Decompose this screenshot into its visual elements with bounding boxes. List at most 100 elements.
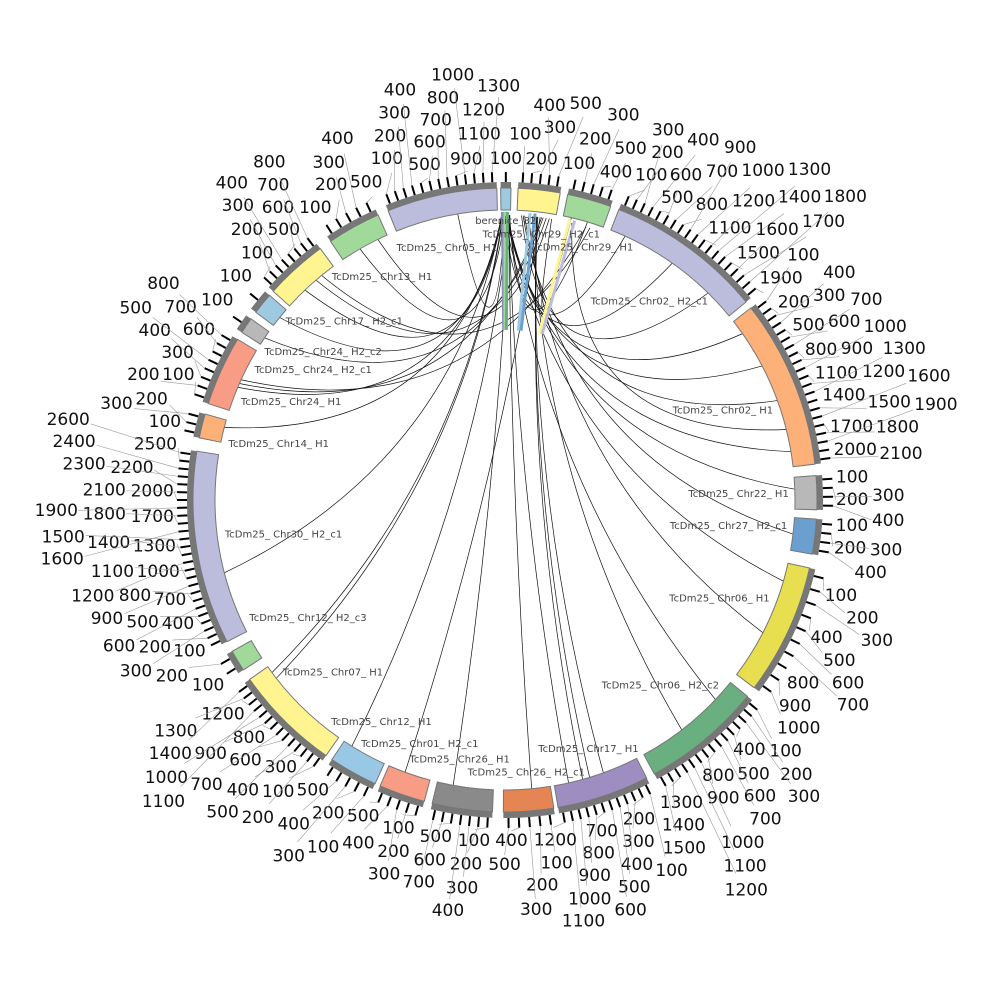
- tick-label: 200: [315, 175, 347, 195]
- tick-mark: [192, 597, 203, 603]
- tick-label: 100: [192, 676, 224, 696]
- tick-label: 600: [262, 198, 294, 218]
- links-group: [224, 211, 795, 789]
- tick-mark: [293, 743, 302, 752]
- tick-mark: [269, 270, 278, 280]
- tick-label: 1500: [868, 393, 911, 413]
- segment-name-label: TcDm25_ Chr14_ H1: [228, 439, 329, 450]
- tick-mark: [780, 336, 791, 343]
- tick-leader-line: [279, 176, 308, 239]
- tick-label: 500: [408, 155, 440, 175]
- tick-mark: [814, 423, 825, 428]
- tick-leader-line: [283, 199, 302, 244]
- link-30: [279, 214, 503, 352]
- link-1: [504, 214, 673, 326]
- link-32: [315, 217, 547, 334]
- tick-label: 600: [614, 901, 646, 921]
- tick-mark: [637, 788, 644, 799]
- tick-mark: [300, 242, 308, 252]
- tick-leader-line: [124, 585, 189, 614]
- link-29: [264, 217, 544, 363]
- tick-mark: [792, 358, 802, 366]
- tick-leader-line: [704, 239, 717, 246]
- segment-axis-band: [500, 181, 512, 189]
- tick-mark: [822, 477, 833, 481]
- tick-mark: [377, 792, 383, 803]
- tick-leader-line: [548, 117, 551, 176]
- tick-mark: [743, 708, 753, 717]
- link-35: [377, 218, 550, 318]
- tick-leader-line: [196, 317, 218, 344]
- tick-label: 1200: [534, 830, 577, 850]
- link-ribbon-2: [504, 211, 510, 331]
- tick-mark: [688, 758, 696, 769]
- tick-label: 300: [265, 758, 297, 778]
- tick-mark: [440, 811, 445, 823]
- tick-label: 600: [183, 320, 215, 340]
- tick-mark: [730, 268, 739, 277]
- segment-name-label: TcDm25_ Chr29_ H2_c1: [482, 229, 600, 240]
- tick-leader-line: [455, 170, 468, 176]
- tick-leader-line: [690, 162, 731, 230]
- tick-mark: [281, 732, 290, 742]
- tick-leader-line: [793, 308, 850, 345]
- segment-name-label: TcDm25_ Chr02_ H2_c1: [590, 296, 708, 307]
- tick-label: 100: [490, 149, 522, 169]
- tick-mark: [395, 799, 401, 810]
- tick-mark: [717, 256, 726, 265]
- tick-label: 300: [861, 631, 893, 651]
- tick-leader-line: [819, 591, 845, 613]
- tick-mark: [362, 786, 369, 797]
- tick-label: 2200: [110, 458, 153, 478]
- tick-label: 1900: [914, 395, 957, 415]
- tick-label: 400: [687, 130, 719, 150]
- tick-leader-line: [711, 217, 741, 246]
- link-ribbon-6: [540, 220, 577, 335]
- tick-mark: [402, 187, 408, 198]
- tick-mark: [674, 768, 682, 778]
- tick-label: 100: [262, 782, 294, 802]
- tick-mark: [585, 807, 590, 818]
- tick-leader-line: [793, 656, 837, 696]
- link-15: [534, 216, 590, 778]
- segment-band: [231, 639, 263, 671]
- tick-mark: [630, 791, 637, 802]
- tick-label: 1200: [732, 191, 775, 211]
- tick-label: 1300: [788, 160, 831, 180]
- tick-mark: [538, 816, 542, 827]
- link-13: [532, 216, 683, 731]
- segment-axis-band: [328, 759, 376, 790]
- segment-axis-band: [187, 450, 228, 645]
- tick-mark: [449, 813, 454, 824]
- tick-mark: [681, 763, 689, 774]
- link-ribbon-3: [516, 212, 532, 331]
- tick-mark: [203, 626, 214, 632]
- tick-label: 800: [696, 195, 728, 215]
- tick-label: 200: [450, 855, 482, 875]
- link-38: [509, 215, 588, 311]
- segment-axis-band: [202, 336, 238, 404]
- tick-label: 1100: [458, 124, 501, 144]
- tick-label: 1700: [802, 212, 845, 232]
- tick-mark: [226, 667, 236, 675]
- tick-label: 200: [846, 609, 878, 629]
- tick-mark: [777, 662, 787, 670]
- tick-label: 1000: [145, 768, 188, 788]
- tick-label: 200: [834, 539, 866, 559]
- tick-mark: [177, 522, 188, 525]
- tick-mark: [770, 673, 780, 682]
- tick-leader-line: [778, 680, 780, 696]
- tick-mark: [287, 737, 296, 747]
- tick-label: 300: [872, 486, 904, 506]
- tick-leader-line: [529, 827, 536, 899]
- tick-mark: [393, 190, 400, 201]
- tick-label: 400: [216, 173, 248, 193]
- segment-band: [255, 294, 287, 327]
- tick-leader-line: [780, 283, 824, 323]
- tick-leader-line: [403, 103, 413, 186]
- tick-label: 300: [446, 878, 478, 898]
- tick-leader-line: [421, 819, 434, 870]
